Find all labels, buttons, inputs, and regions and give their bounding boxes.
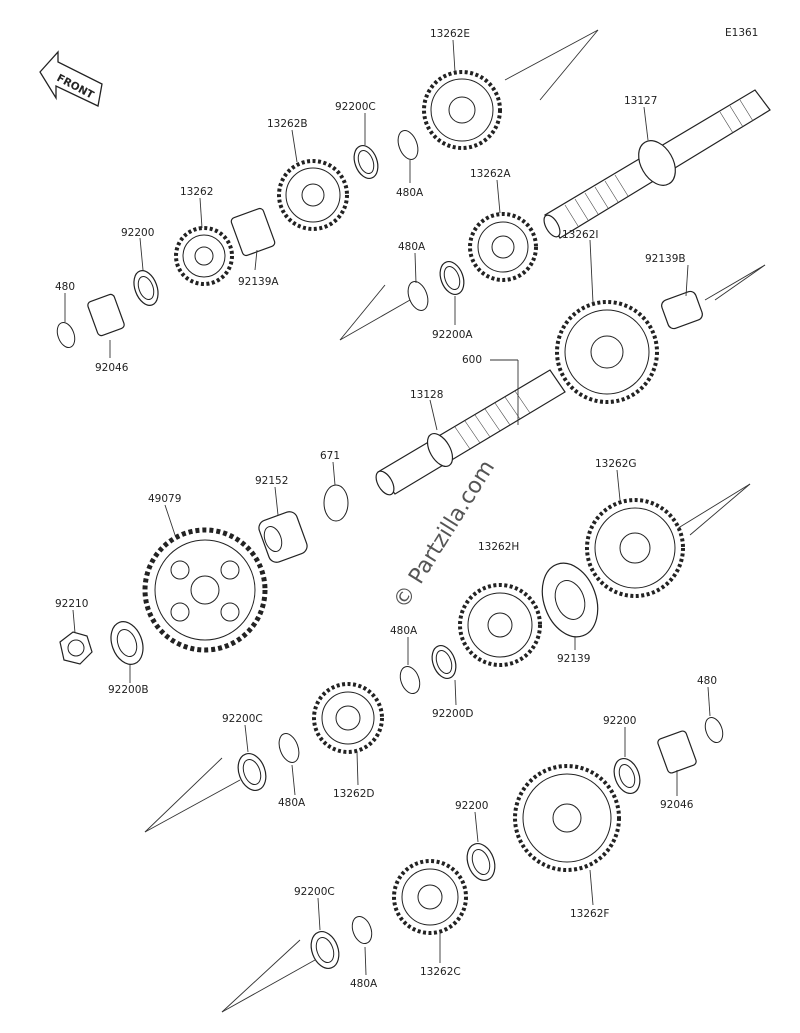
gear-13262E [422, 70, 502, 150]
gear-13262 [174, 226, 234, 286]
part-label[interactable]: 92200 [121, 227, 154, 239]
part-label[interactable]: 13262A [470, 168, 511, 180]
part-label[interactable]: 92139 [557, 653, 590, 665]
part-label[interactable]: 92046 [660, 799, 694, 811]
part-label[interactable]: 13262F [570, 908, 609, 920]
part-label[interactable]: 13262 [180, 186, 213, 198]
front-arrow-icon: FRONT [39, 50, 103, 107]
part-label[interactable]: 480A [350, 978, 378, 990]
part-label[interactable]: 480A [398, 241, 426, 253]
part-label[interactable]: 92200 [603, 715, 636, 727]
gear-13262C [392, 859, 468, 935]
part-label[interactable]: 13262E [430, 28, 470, 40]
sprocket-49079 [142, 527, 268, 653]
gear-13262B [277, 159, 349, 231]
axis-lines [144, 29, 766, 1013]
gear-13262H [458, 583, 542, 667]
part-label[interactable]: 13262D [333, 788, 375, 800]
part-label[interactable]: 13262C [420, 966, 461, 978]
part-label[interactable]: 480A [390, 625, 418, 637]
part-label[interactable]: 92139B [645, 253, 686, 265]
part-label[interactable]: 92200 [455, 800, 488, 812]
gear-13262I [555, 300, 659, 404]
part-label[interactable]: 480A [396, 187, 424, 199]
small-parts [56, 130, 724, 969]
part-label[interactable]: 49079 [148, 493, 181, 505]
part-labels: 13262E 92200C 480A 13262B 13127 13262 92… [55, 28, 717, 990]
part-label[interactable]: 92200C [335, 101, 376, 113]
part-label[interactable]: 13262H [478, 541, 519, 553]
gear-13262D [312, 682, 384, 754]
gear-13262F [513, 764, 621, 872]
output-shaft [543, 89, 771, 239]
gear-13262A [468, 212, 538, 282]
part-label[interactable]: 92152 [255, 475, 288, 487]
part-label[interactable]: 600 [462, 354, 482, 366]
part-label[interactable]: 92200C [222, 713, 263, 725]
gear-13262G [585, 498, 685, 598]
part-label[interactable]: 92200C [294, 886, 335, 898]
ref-code: E1361 [725, 27, 758, 39]
part-label[interactable]: 480 [55, 281, 75, 293]
part-label[interactable]: 13262B [267, 118, 308, 130]
part-label[interactable]: 13127 [624, 95, 657, 107]
part-label[interactable]: 13262G [595, 458, 637, 470]
part-label[interactable]: 671 [320, 450, 340, 462]
part-label[interactable]: 92139A [238, 276, 279, 288]
leader-lines [64, 39, 711, 976]
part-label[interactable]: 13262I [562, 229, 599, 241]
part-label[interactable]: 92046 [95, 362, 129, 374]
part-label[interactable]: 480A [278, 797, 306, 809]
part-label[interactable]: 13128 [410, 389, 443, 401]
part-label[interactable]: 92210 [55, 598, 88, 610]
part-label[interactable]: 92200D [432, 708, 474, 720]
part-label[interactable]: 92200B [108, 684, 149, 696]
part-label[interactable]: 480 [697, 675, 717, 687]
part-label[interactable]: 92200A [432, 329, 473, 341]
